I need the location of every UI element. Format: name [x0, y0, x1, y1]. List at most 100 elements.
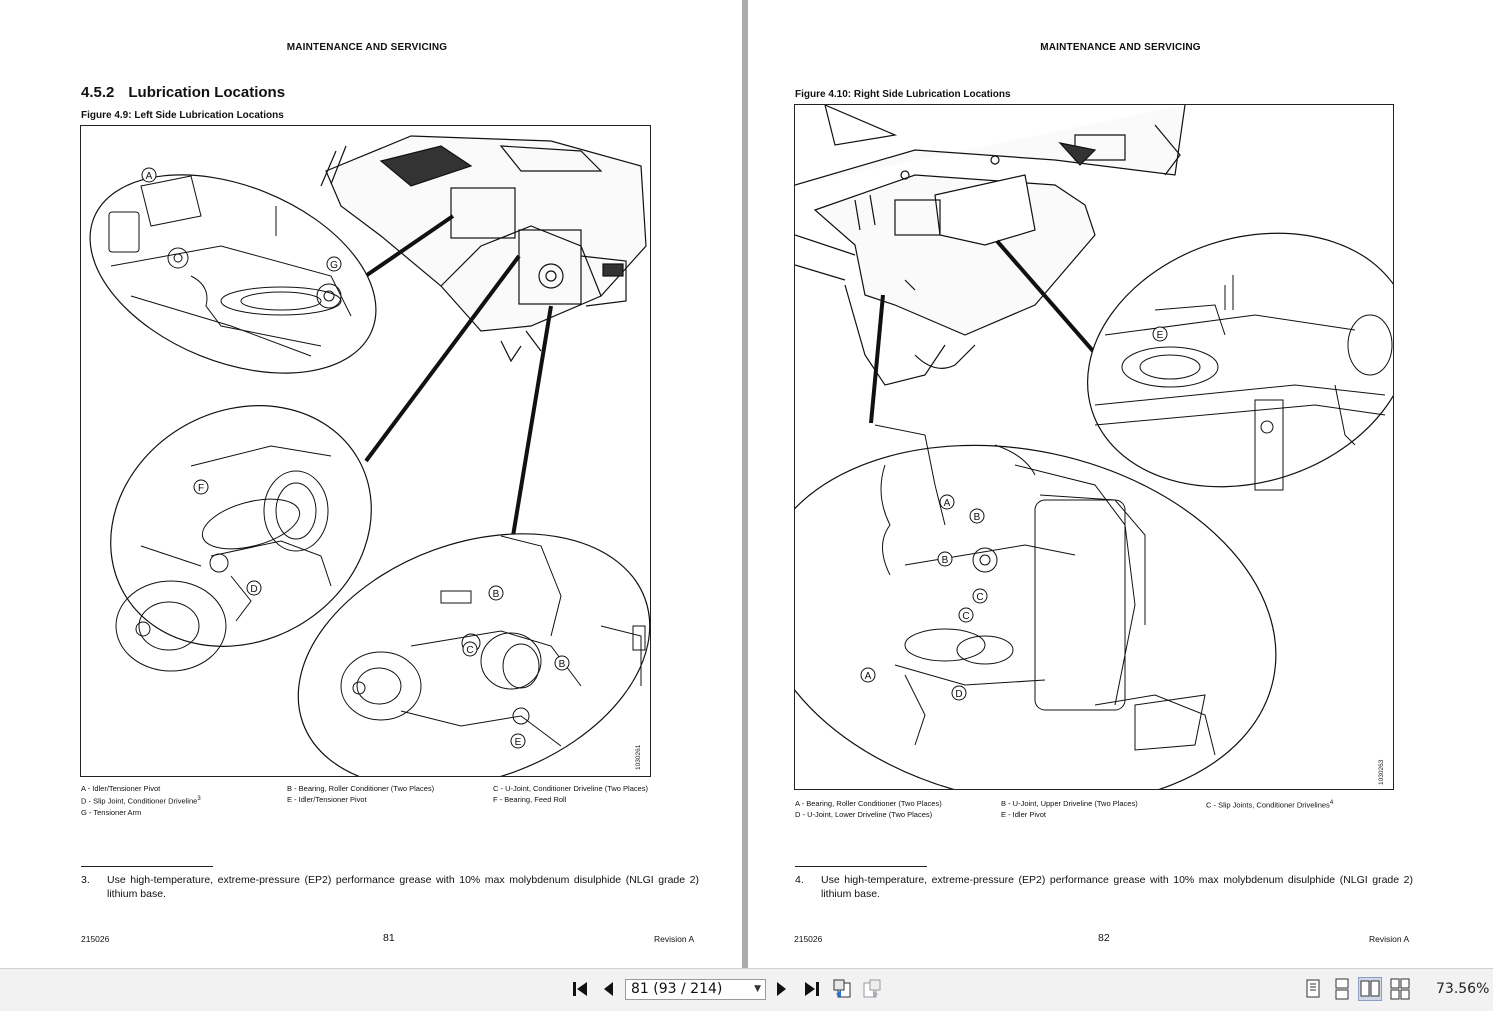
last-page-button[interactable]	[800, 977, 824, 1001]
svg-text:B: B	[942, 555, 949, 566]
footnote-number: 3.	[81, 874, 90, 886]
footnote-text: Use high-temperature, extreme-pressure (…	[821, 874, 1413, 900]
footnote-ref[interactable]: 3	[197, 796, 201, 802]
svg-text:E: E	[515, 737, 522, 748]
page-number-field[interactable]: 81 (93 / 214) ▼	[625, 979, 766, 1000]
doc-number: 215026	[794, 934, 823, 944]
svg-text:C: C	[976, 592, 983, 603]
footnote-text: Use high-temperature, extreme-pressure (…	[107, 874, 699, 900]
callout-b-2: B	[937, 551, 953, 567]
previous-page-button[interactable]	[596, 977, 620, 1001]
svg-text:D: D	[955, 689, 962, 700]
svg-text:A: A	[146, 171, 153, 182]
footnote-rule	[81, 866, 213, 867]
svg-text:A: A	[944, 498, 951, 509]
previous-page-icon	[604, 982, 613, 996]
callout-b: B	[969, 508, 985, 524]
callout-f: F	[193, 479, 209, 495]
single-page-view-button[interactable]	[1301, 977, 1325, 1001]
continuous-facing-view-icon	[1390, 978, 1410, 1000]
callout-e: E	[510, 733, 526, 749]
viewer-toolbar: 81 (93 / 214) ▼ 73.56%	[0, 968, 1493, 1011]
facing-view-button[interactable]	[1358, 977, 1382, 1001]
next-page-button[interactable]	[770, 977, 794, 1001]
callout-b: B	[488, 585, 504, 601]
legend-item-f: F - Bearing, Feed Roll	[493, 795, 567, 804]
left-page: MAINTENANCE AND SERVICING 4.5.2 Lubricati…	[0, 0, 742, 968]
previous-view-icon	[833, 979, 851, 998]
callout-a: A	[141, 167, 157, 183]
footnote-rule	[795, 866, 927, 867]
callout-c: C	[462, 641, 478, 657]
figure-id: 1030261	[635, 744, 642, 770]
revision-label: Revision A	[654, 934, 695, 944]
previous-view-button[interactable]	[830, 977, 854, 1001]
legend-item-e: E - Idler/Tensioner Pivot	[287, 795, 367, 804]
callout-a: A	[939, 494, 955, 510]
svg-text:B: B	[493, 589, 500, 600]
svg-text:A: A	[865, 671, 872, 682]
callout-c-2: C	[958, 607, 974, 623]
left-figure-illustration: A G F D B C B E	[89, 135, 650, 776]
figure-caption: Figure 4.9: Left Side Lubrication Locati…	[81, 110, 284, 121]
legend-item-b: B - U-Joint, Upper Driveline (Two Places…	[1001, 799, 1138, 808]
callout-d: D	[246, 580, 262, 596]
left-lubrication-figure: A G F D B C B E 1030261	[80, 125, 651, 777]
continuous-facing-view-button[interactable]	[1388, 977, 1412, 1001]
callout-g: G	[326, 256, 342, 272]
first-page-icon	[573, 982, 587, 996]
footnote: 4. Use high-temperature, extreme-pressur…	[795, 873, 1413, 901]
page-number: 82	[1098, 932, 1110, 944]
zoom-level[interactable]: 73.56%	[1436, 981, 1490, 997]
legend-item-a: A - Idler/Tensioner Pivot	[81, 784, 161, 793]
figure-caption: Figure 4.10: Right Side Lubrication Loca…	[795, 89, 1011, 100]
running-head: MAINTENANCE AND SERVICING	[1040, 42, 1201, 53]
chevron-down-icon[interactable]: ▼	[754, 984, 761, 994]
continuous-view-icon	[1335, 978, 1349, 1000]
svg-text:C: C	[962, 611, 969, 622]
section-heading: 4.5.2 Lubrication Locations	[81, 84, 285, 101]
facing-view-icon	[1360, 980, 1380, 997]
svg-text:D: D	[250, 584, 257, 595]
callout-b-2: B	[554, 655, 570, 671]
right-figure-illustration: E A B B C C A D	[795, 105, 1393, 789]
footnote: 3. Use high-temperature, extreme-pressur…	[81, 873, 699, 901]
right-page: MAINTENANCE AND SERVICING Figure 4.10: R…	[748, 0, 1493, 968]
svg-text:E: E	[1157, 330, 1164, 341]
single-page-view-icon	[1306, 979, 1320, 998]
legend-item-e: E - Idler Pivot	[1001, 810, 1047, 819]
legend-item-b: B - Bearing, Roller Conditioner (Two Pla…	[287, 784, 435, 793]
callout-a-2: A	[860, 667, 876, 683]
page-number-value: 81 (93 / 214)	[631, 981, 723, 997]
right-lubrication-figure: E A B B C C A D 1030263	[794, 104, 1394, 790]
page-number: 81	[383, 932, 395, 944]
svg-text:C: C	[466, 645, 473, 656]
section-title: Lubrication Locations	[128, 84, 286, 101]
callout-d: D	[951, 685, 967, 701]
legend-item-d: D - U-Joint, Lower Driveline (Two Places…	[795, 810, 933, 819]
svg-text:B: B	[559, 659, 566, 670]
svg-text:B: B	[974, 512, 981, 523]
continuous-view-button[interactable]	[1330, 977, 1354, 1001]
running-head: MAINTENANCE AND SERVICING	[286, 42, 448, 53]
figure-id: 1030263	[1378, 759, 1385, 785]
callout-e: E	[1152, 326, 1168, 342]
next-view-button[interactable]	[860, 977, 884, 1001]
legend-item-c: C - Slip Joints, Conditioner Drivelines4	[1206, 800, 1334, 810]
section-number: 4.5.2	[81, 84, 115, 101]
legend-item-g: G - Tensioner Arm	[81, 807, 142, 817]
doc-number: 215026	[81, 934, 110, 944]
last-page-icon	[805, 982, 819, 996]
svg-text:F: F	[198, 483, 204, 494]
revision-label: Revision A	[1369, 934, 1410, 944]
svg-text:G: G	[330, 260, 338, 271]
next-page-icon	[777, 982, 786, 996]
footnote-ref[interactable]: 4	[1329, 800, 1334, 806]
footnote-number: 4.	[795, 874, 804, 886]
legend-item-d: D - Slip Joint, Conditioner Driveline3	[81, 796, 201, 806]
legend-item-c: C - U-Joint, Conditioner Driveline (Two …	[493, 784, 649, 793]
next-view-icon	[863, 979, 881, 998]
legend-item-a: A - Bearing, Roller Conditioner (Two Pla…	[795, 799, 942, 808]
callout-c: C	[972, 588, 988, 604]
first-page-button[interactable]	[568, 977, 592, 1001]
